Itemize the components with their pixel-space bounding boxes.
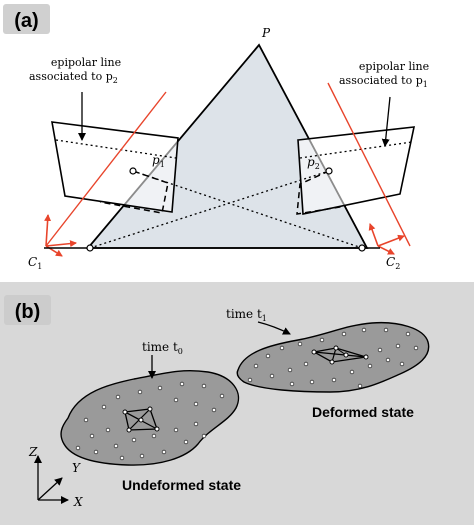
- right-epipolar-arrow: [381, 96, 391, 147]
- left-optical-axis: [45, 91, 167, 247]
- label-time1: time t1: [226, 307, 267, 323]
- label-undeformed-state: Undeformed state: [122, 477, 241, 493]
- panel-b-tag-box: [4, 295, 51, 325]
- left-epipole: [86, 244, 94, 252]
- right-optical-axis: [327, 82, 411, 247]
- left-camera-axis-up: [44, 214, 52, 247]
- undeformed-speckles: [75, 381, 225, 461]
- label-C1: C1: [28, 255, 42, 271]
- time1-arrow: [257, 321, 291, 335]
- left-image-plane: [51, 121, 179, 213]
- undeformed-mesh: [122, 406, 160, 433]
- panel-b-tag: (b): [15, 301, 41, 323]
- left-epipolar-label-line1: epipolar line: [51, 56, 121, 69]
- label-C2: C2: [386, 255, 400, 271]
- right-epipolar-line: [299, 141, 413, 159]
- label-p1: p1: [152, 153, 165, 169]
- panel-a-tag: (a): [14, 10, 38, 32]
- right-camera-axis-right: [377, 234, 405, 247]
- right-camera-axis-up: [368, 223, 379, 247]
- right-image-plane: [297, 126, 416, 215]
- label-P: P: [261, 26, 271, 40]
- right-epipolar-label-line1: epipolar line: [359, 60, 429, 73]
- right-epipole: [358, 244, 366, 252]
- cross-line-1: [89, 170, 330, 249]
- point-p2: [325, 167, 333, 175]
- panel-a-tag-box: [3, 4, 50, 34]
- axis-y-label: Y: [72, 461, 81, 475]
- panel-b: (b): [0, 282, 474, 525]
- left-projection-dashed: [99, 170, 169, 214]
- left-epipolar-line: [55, 139, 177, 159]
- deformed-mesh: [311, 345, 369, 365]
- cross-line-2: [132, 170, 363, 249]
- right-epipolar-label-line2: associated to p1: [339, 74, 428, 89]
- label-deformed-state: Deformed state: [312, 404, 414, 420]
- undeformed-region: [60, 369, 240, 466]
- point-p1: [129, 167, 137, 175]
- label-p2: p2: [307, 155, 320, 171]
- left-camera-axis-right: [45, 240, 77, 248]
- label-time0: time t0: [142, 340, 183, 356]
- right-camera-axis-down: [377, 245, 395, 255]
- deformed-speckles: [247, 327, 419, 389]
- axis-z-label: Z: [28, 445, 38, 459]
- panel-a: (a) P: [3, 4, 430, 271]
- axis-x-label: X: [73, 495, 83, 509]
- right-projection-dashed: [296, 170, 347, 215]
- axis-y-line: [37, 477, 63, 501]
- left-epipolar-label-line2: associated to p2: [29, 70, 118, 85]
